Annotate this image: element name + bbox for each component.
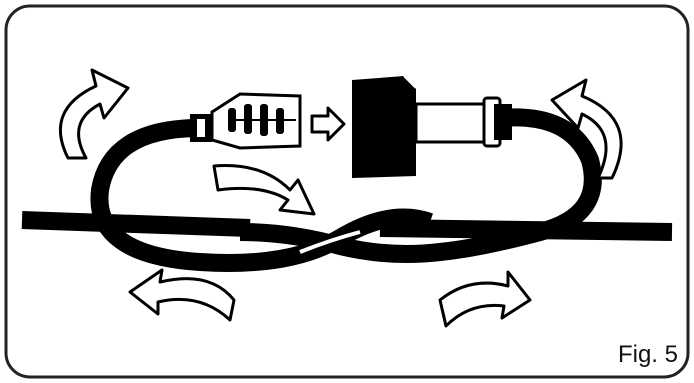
figure-caption: Fig. 5 bbox=[617, 341, 678, 368]
right-arrow-icon bbox=[310, 106, 346, 142]
extension-cord-plug-icon bbox=[190, 92, 302, 150]
socket-icon bbox=[352, 75, 512, 178]
curved-arrow-icon bbox=[58, 68, 623, 328]
